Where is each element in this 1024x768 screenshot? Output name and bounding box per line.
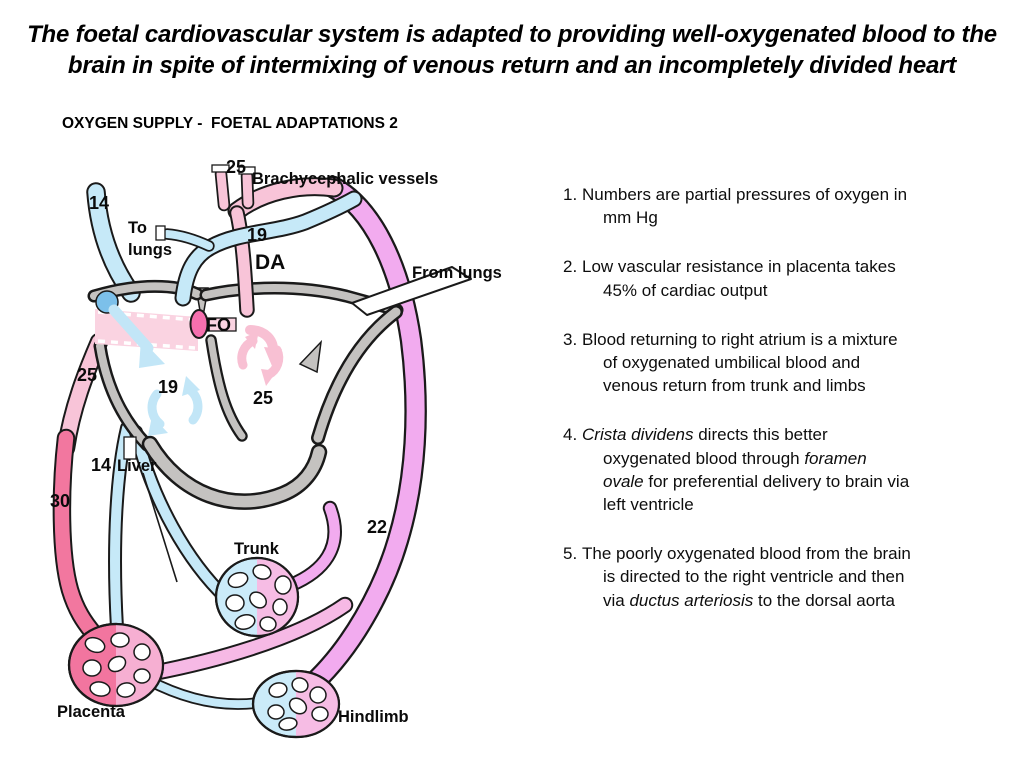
placenta-label: Placenta	[57, 703, 126, 721]
note-line: 3.Blood returning to right atrium is a m…	[563, 328, 1018, 351]
brachycephalic-label: Brachycephalic vessels	[252, 170, 438, 188]
left-vessel-value: 25	[77, 365, 97, 385]
ductus-arteriosus-label: DA	[255, 251, 285, 274]
note-line: mm Hg	[603, 208, 658, 228]
note-line: 1.Numbers are partial pressures of oxyge…	[563, 183, 1018, 206]
from-lungs-vessel	[351, 266, 472, 316]
note-line: 2.Low vascular resistance in placenta ta…	[563, 255, 1018, 278]
liver-value: 14	[91, 455, 111, 475]
notes-list: 1.Numbers are partial pressures of oxyge…	[563, 183, 1018, 638]
to-lungs-label-line1: To	[128, 219, 147, 237]
note-line: oxygenated blood through foramen	[603, 448, 867, 468]
note-number: 3.	[563, 329, 578, 349]
liver-label: Liver	[117, 457, 157, 475]
note-item: 1.Numbers are partial pressures of oxyge…	[563, 183, 1018, 229]
hindlimb-capillary-bed	[251, 669, 341, 739]
note-number: 1.	[563, 185, 578, 204]
slide-title: The foetal cardiovascular system is adap…	[20, 19, 1004, 81]
pulmonary-value: 19	[247, 225, 267, 245]
note-number: 2.	[563, 257, 578, 277]
note-number: 4.	[563, 425, 578, 445]
dorsal-aorta-value: 22	[367, 517, 387, 537]
note-line: is directed to the right ventricle and t…	[603, 567, 905, 587]
note-line: 45% of cardiac output	[603, 280, 768, 300]
to-lungs-label-line2: lungs	[128, 241, 172, 259]
foramen-ovale-label: FO	[206, 315, 231, 335]
note-line: via ductus arteriosis to the dorsal aort…	[603, 590, 896, 610]
right-ventricle-value: 19	[158, 377, 178, 397]
note-line: of oxygenated umbilical blood and	[603, 353, 861, 373]
note-line: 4.Crista dividens directs this better	[563, 423, 1018, 446]
slide-title-line1: The foetal cardiovascular system is adap…	[27, 21, 997, 48]
from-lungs-label: From lungs	[412, 264, 502, 282]
placenta-capillary-bed	[67, 622, 165, 708]
aortic-arch-vessel	[211, 164, 334, 310]
hindlimb-label: Hindlimb	[338, 708, 409, 726]
liver-vessel-cap	[123, 436, 137, 460]
note-line: left ventricle	[603, 495, 694, 515]
note-line: ovale for preferential delivery to brain…	[603, 471, 910, 491]
note-item: 2.Low vascular resistance in placenta ta…	[563, 255, 1018, 301]
inferior-vena-cava-vessels	[115, 428, 264, 704]
trunk-capillary-bed	[214, 556, 300, 638]
note-item: 3.Blood returning to right atrium is a m…	[563, 328, 1018, 398]
slide-title-line2: brain in spite of intermixing of venous …	[67, 52, 957, 79]
umbilical-vein-vessel	[62, 342, 99, 634]
heart-walls	[94, 286, 397, 501]
svc-value: 14	[89, 193, 109, 213]
pulmonary-artery-vessel	[155, 199, 354, 298]
brachycephalic-value: 25	[226, 157, 246, 177]
note-number: 5.	[563, 544, 578, 564]
foramen-ovale	[189, 309, 209, 339]
note-item: 5.The poorly oxygenated blood from the b…	[563, 542, 1018, 612]
slide-subtitle: OXYGEN SUPPLY - FOETAL ADAPTATIONS 2	[62, 115, 398, 132]
umbilical-vein-value: 30	[50, 491, 70, 511]
flow-arrows	[95, 290, 284, 436]
left-ventricle-value: 25	[253, 388, 273, 408]
dorsal-aorta-vessel	[291, 187, 416, 689]
note-line: 5.The poorly oxygenated blood from the b…	[563, 542, 1018, 565]
note-line: venous return from trunk and limbs	[603, 376, 866, 396]
trunk-label: Trunk	[234, 540, 280, 558]
